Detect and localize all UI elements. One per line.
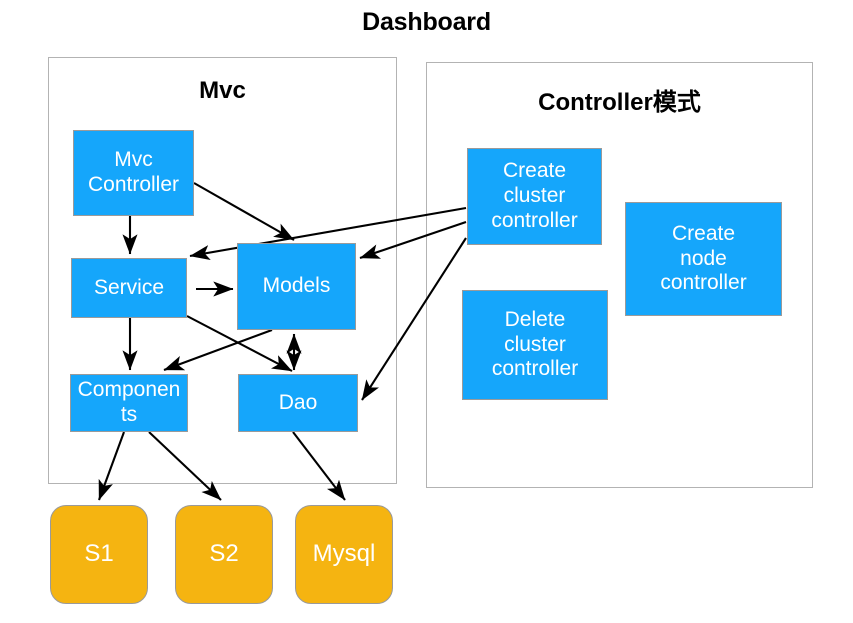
node-models[interactable]: Models — [237, 243, 356, 330]
node-s2[interactable]: S2 — [175, 505, 273, 604]
node-service[interactable]: Service — [71, 258, 187, 318]
node-label-dao: Dao — [278, 390, 318, 414]
group-label-controller-pattern: Controller模式 — [538, 89, 701, 116]
node-mysql[interactable]: Mysql — [295, 505, 393, 604]
node-dao[interactable]: Dao — [238, 374, 358, 432]
page-title: Dashboard — [362, 8, 491, 36]
node-s1[interactable]: S1 — [50, 505, 148, 604]
node-label-models: Models — [262, 274, 331, 298]
node-label-s2: S2 — [209, 540, 239, 568]
group-label-mvc: Mvc — [199, 77, 246, 104]
node-label-service: Service — [93, 275, 165, 299]
node-label-s1: S1 — [84, 540, 114, 568]
node-label-mysql: Mysql — [312, 540, 376, 568]
